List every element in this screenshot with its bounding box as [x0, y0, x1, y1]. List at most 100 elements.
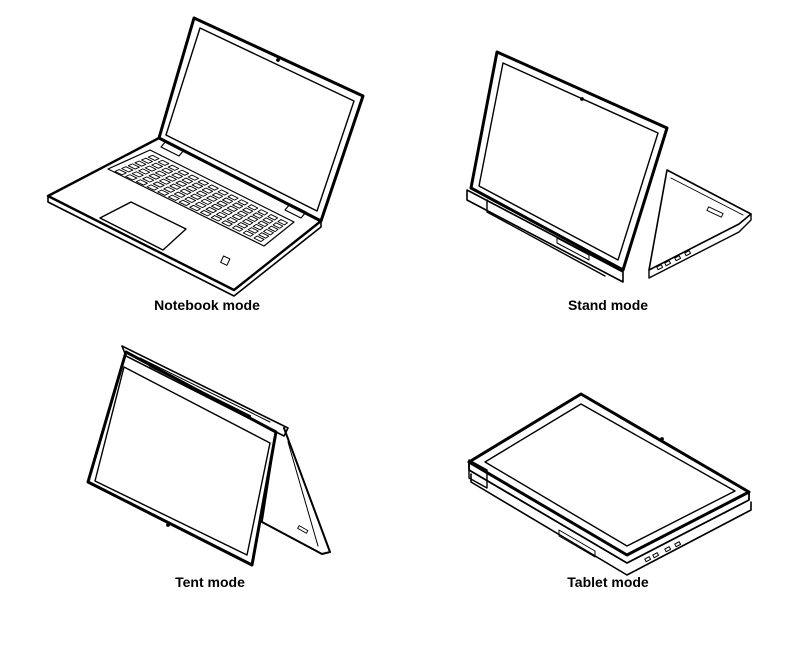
- notebook-key: [201, 210, 212, 215]
- notebook-key: [128, 164, 139, 169]
- notebook-key: [228, 195, 238, 200]
- notebook-key: [147, 185, 158, 190]
- notebook-key: [243, 219, 253, 224]
- notebook-key: [222, 209, 232, 214]
- stand-mode-label: Stand mode: [567, 297, 649, 313]
- stand-side-ports: [657, 251, 691, 270]
- notebook-key: [126, 175, 137, 180]
- stand-base-edge: [649, 214, 751, 278]
- notebook-key: [153, 182, 164, 187]
- notebook-key: [149, 174, 160, 179]
- notebook-key: [198, 180, 208, 185]
- tablet-hinge-detail: [559, 530, 595, 557]
- notebook-key: [263, 218, 273, 223]
- notebook-key: [115, 170, 126, 175]
- stand-laptop-illustration: [399, 0, 798, 332]
- tablet-lid-outline: [469, 394, 749, 555]
- notebook-hinge-right: [285, 204, 306, 218]
- notebook-key: [180, 189, 191, 194]
- stand-lid-outline: [471, 52, 667, 270]
- notebook-keyboard-area: [108, 150, 294, 246]
- notebook-key: [268, 226, 278, 231]
- notebook-key: [208, 185, 218, 190]
- stand-screen: [479, 63, 658, 260]
- notebook-key: [254, 236, 264, 242]
- tablet-camera-icon: [661, 438, 664, 441]
- notebook-key: [155, 171, 166, 176]
- notebook-key: [278, 219, 288, 224]
- notebook-key: [136, 180, 147, 185]
- notebook-key: [222, 221, 232, 226]
- notebook-key: [273, 223, 283, 228]
- tent-mode-figure: Tent mode: [0, 332, 399, 665]
- notebook-key: [232, 214, 242, 219]
- stand-hinge-bar: [467, 190, 623, 282]
- notebook-key: [190, 205, 201, 210]
- stand-base-inner: [671, 178, 743, 215]
- tent-vent: [298, 526, 308, 534]
- notebook-key: [122, 167, 133, 172]
- notebook-key: [195, 202, 206, 207]
- notebook-key: [143, 177, 154, 182]
- notebook-key: [258, 221, 268, 226]
- notebook-key: [268, 215, 278, 220]
- tent-mode-label: Tent mode: [175, 574, 245, 590]
- notebook-key: [201, 199, 211, 204]
- notebook-key: [248, 228, 258, 233]
- tent-base-inner: [288, 442, 318, 546]
- notebook-base-edge: [48, 196, 321, 296]
- notebook-key: [176, 181, 187, 186]
- notebook-key: [217, 212, 227, 217]
- notebook-key: [248, 205, 258, 210]
- notebook-key: [233, 226, 243, 231]
- notebook-key: [218, 190, 228, 195]
- stand-camera-icon: [581, 98, 584, 101]
- stand-base-outline: [649, 170, 751, 270]
- notebook-key: [145, 166, 156, 171]
- notebook-key: [202, 188, 212, 193]
- notebook-key: [238, 223, 248, 228]
- notebook-key: [162, 168, 173, 173]
- notebook-key: [152, 163, 163, 168]
- notebook-keys: [115, 155, 288, 241]
- notebook-key: [238, 200, 248, 205]
- stand-mode-figure: Stand mode: [399, 0, 798, 332]
- notebook-key: [170, 184, 181, 189]
- notebook-base-outline: [48, 138, 321, 290]
- notebook-key: [174, 192, 185, 197]
- tent-laptop-illustration: [0, 332, 399, 665]
- notebook-key: [258, 210, 268, 215]
- notebook-key: [192, 183, 202, 188]
- notebook-key: [227, 217, 237, 222]
- notebook-key: [253, 213, 263, 218]
- notebook-key: [227, 206, 237, 211]
- notebook-key: [212, 204, 222, 209]
- notebook-key: [159, 179, 170, 184]
- notebook-key: [233, 203, 243, 208]
- stand-port-vent: [707, 207, 723, 217]
- tablet-mode-figure: Tablet mode: [399, 332, 798, 665]
- notebook-key: [259, 233, 269, 239]
- notebook-key: [166, 176, 177, 181]
- notebook-key: [186, 186, 197, 191]
- notebook-key: [207, 196, 217, 201]
- tablet-hinge-left: [469, 460, 487, 488]
- notebook-key: [196, 191, 206, 196]
- tablet-laptop-illustration: [399, 332, 798, 665]
- tent-screen: [95, 367, 270, 555]
- notebook-key: [248, 216, 258, 221]
- notebook-key: [212, 193, 222, 198]
- tent-camera-icon: [167, 524, 170, 527]
- notebook-key: [188, 175, 198, 180]
- notebook-key: [168, 165, 179, 170]
- notebook-key: [264, 229, 274, 234]
- notebook-mode-label: Notebook mode: [154, 297, 260, 313]
- notebook-key: [191, 194, 202, 199]
- notebook-hinge-left: [161, 141, 184, 156]
- notebook-key: [217, 201, 227, 206]
- notebook-key: [158, 160, 169, 165]
- notebook-camera-icon: [277, 59, 280, 62]
- notebook-key: [223, 198, 233, 203]
- tent-hinge-ridge: [122, 346, 288, 436]
- tent-lid-outline: [88, 352, 276, 565]
